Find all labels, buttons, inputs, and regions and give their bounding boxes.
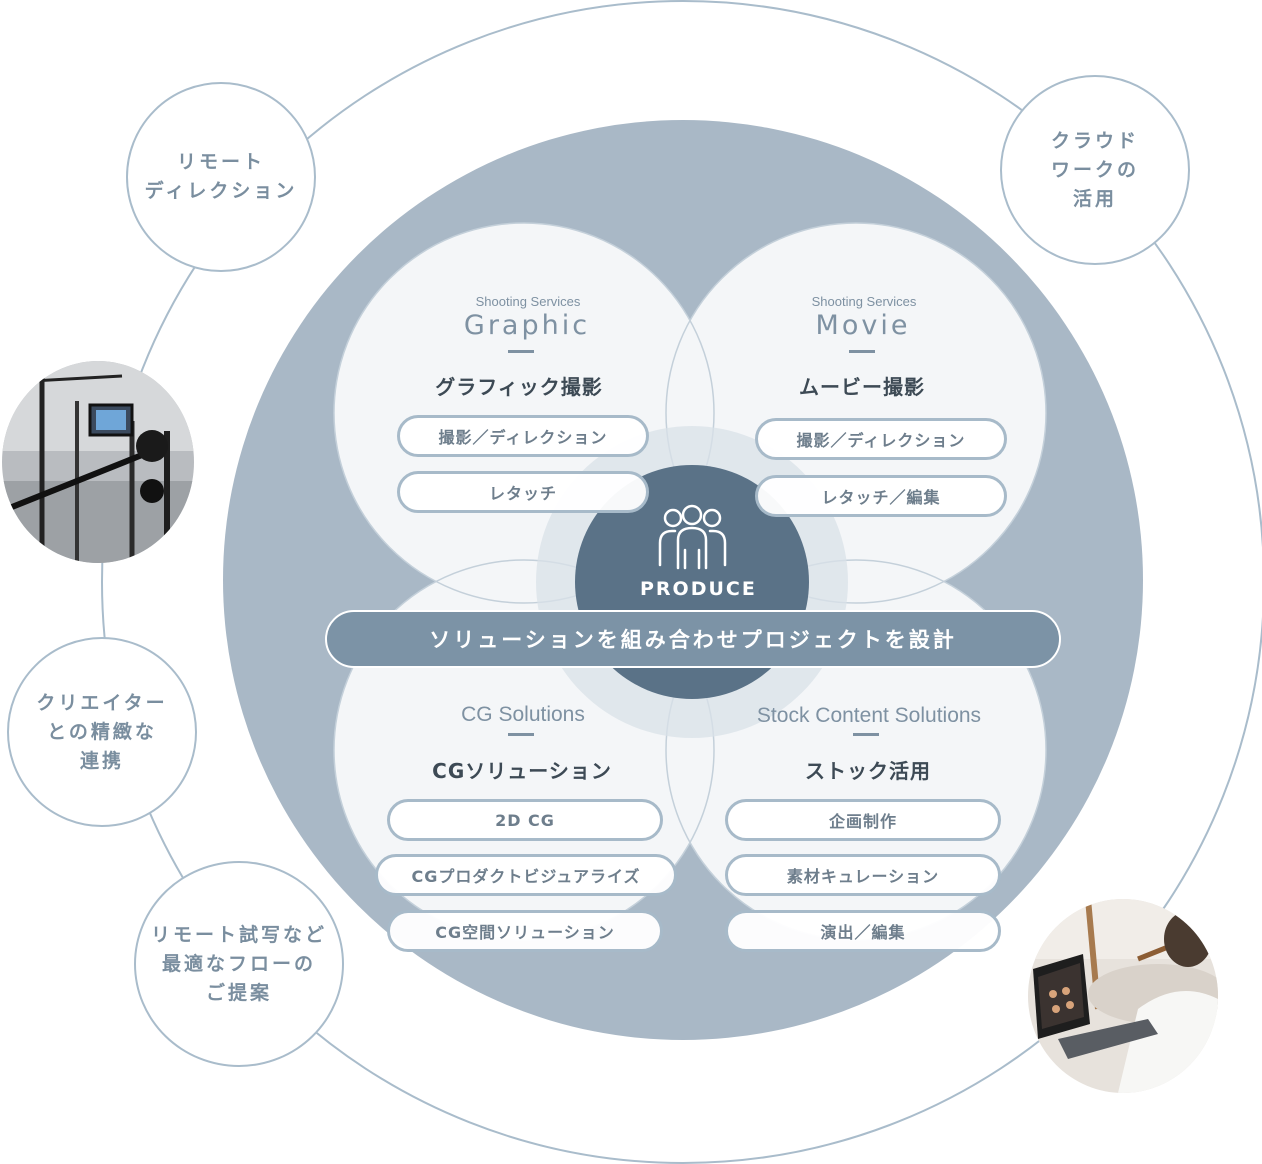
node-creator-collab: クリエイター との精緻な 連携 [7, 637, 197, 827]
stock-underline [853, 733, 879, 736]
graphic-underline [508, 350, 534, 353]
node-text: 連携 [79, 749, 124, 772]
node-text: リモート試写など [150, 923, 327, 946]
movie-title: Movie [815, 310, 911, 341]
movie-item: レタッチ／編集 [755, 475, 1007, 517]
stock-item: 演出／編集 [725, 910, 1001, 952]
graphic-jp-title: グラフィック撮影 [435, 375, 603, 399]
node-text: ご提案 [205, 981, 272, 1004]
node-text: クラウド [1050, 129, 1139, 152]
graphic-title: Graphic [463, 310, 591, 341]
movie-jp-title: ムービー撮影 [799, 375, 925, 399]
node-cloud-work: クラウド ワークの 活用 [1000, 75, 1190, 265]
cg-underline [508, 733, 534, 736]
outer-ring [101, 0, 1262, 1164]
node-text: ワークの [1050, 158, 1139, 181]
film-set-photo [2, 361, 194, 563]
stock-title: Stock Content Solutions [756, 704, 982, 727]
cg-title: CG Solutions [461, 703, 585, 726]
laptop-user-photo [1028, 899, 1218, 1093]
node-text: リモート [176, 151, 265, 173]
stock-item: 企画制作 [725, 799, 1001, 841]
cg-item: 2D CG [387, 799, 663, 841]
graphic-subtitle: Shooting Services [475, 294, 581, 309]
node-remote-direction: リモート ディレクション [126, 82, 316, 272]
graphic-item: 撮影／ディレクション [397, 415, 649, 457]
team-icon [658, 504, 727, 570]
cg-item: CG空間ソリューション [387, 910, 663, 952]
cg-jp-title: CGソリューション [432, 759, 612, 783]
node-text: クリエイター [36, 691, 168, 714]
solution-banner: ソリューションを組み合わせプロジェクトを設計 [325, 610, 1061, 668]
graphic-item: レタッチ [397, 471, 649, 513]
node-text: との精緻な [47, 720, 157, 743]
node-text: 最適なフローの [161, 952, 316, 975]
movie-subtitle: Shooting Services [811, 294, 917, 309]
stock-jp-title: ストック活用 [805, 759, 931, 783]
stock-item: 素材キュレーション [725, 854, 1001, 896]
produce-label: PRODUCE [640, 578, 757, 600]
node-text: 活用 [1072, 187, 1117, 210]
movie-underline [849, 350, 875, 353]
node-text: ディレクション [144, 180, 298, 202]
cg-item: CGプロダクトビジュアライズ [375, 854, 677, 896]
movie-item: 撮影／ディレクション [755, 418, 1007, 460]
node-remote-preview: リモート試写など 最適なフローの ご提案 [134, 861, 344, 1067]
